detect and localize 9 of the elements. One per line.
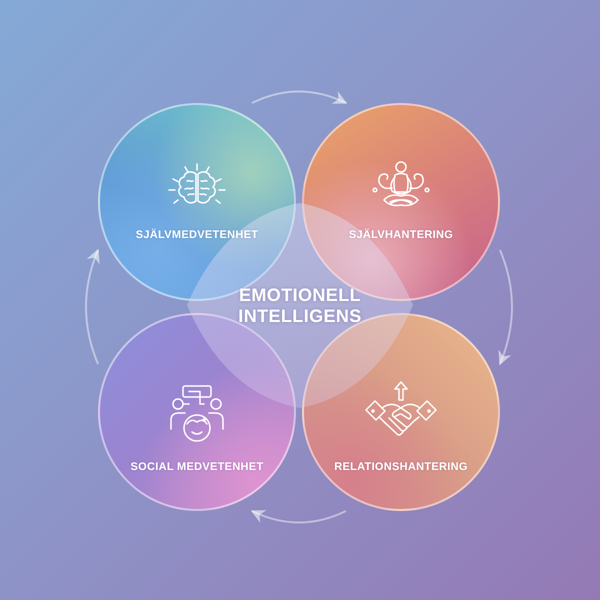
circle-label: SOCIAL MEDVETENHET — [130, 461, 264, 474]
circle-label: SJÄLVMEDVETENHET — [136, 229, 258, 242]
cycle-arrow — [250, 510, 346, 524]
cycle-arrow — [85, 248, 100, 364]
circle-label: SJÄLVHANTERING — [348, 229, 454, 242]
cycle-arrow — [252, 90, 348, 104]
circle-label: RELATIONSHANTERING — [334, 461, 468, 474]
cycle-arrow — [498, 250, 513, 366]
center-title: EMOTIONELL INTELLIGENS — [238, 284, 362, 326]
